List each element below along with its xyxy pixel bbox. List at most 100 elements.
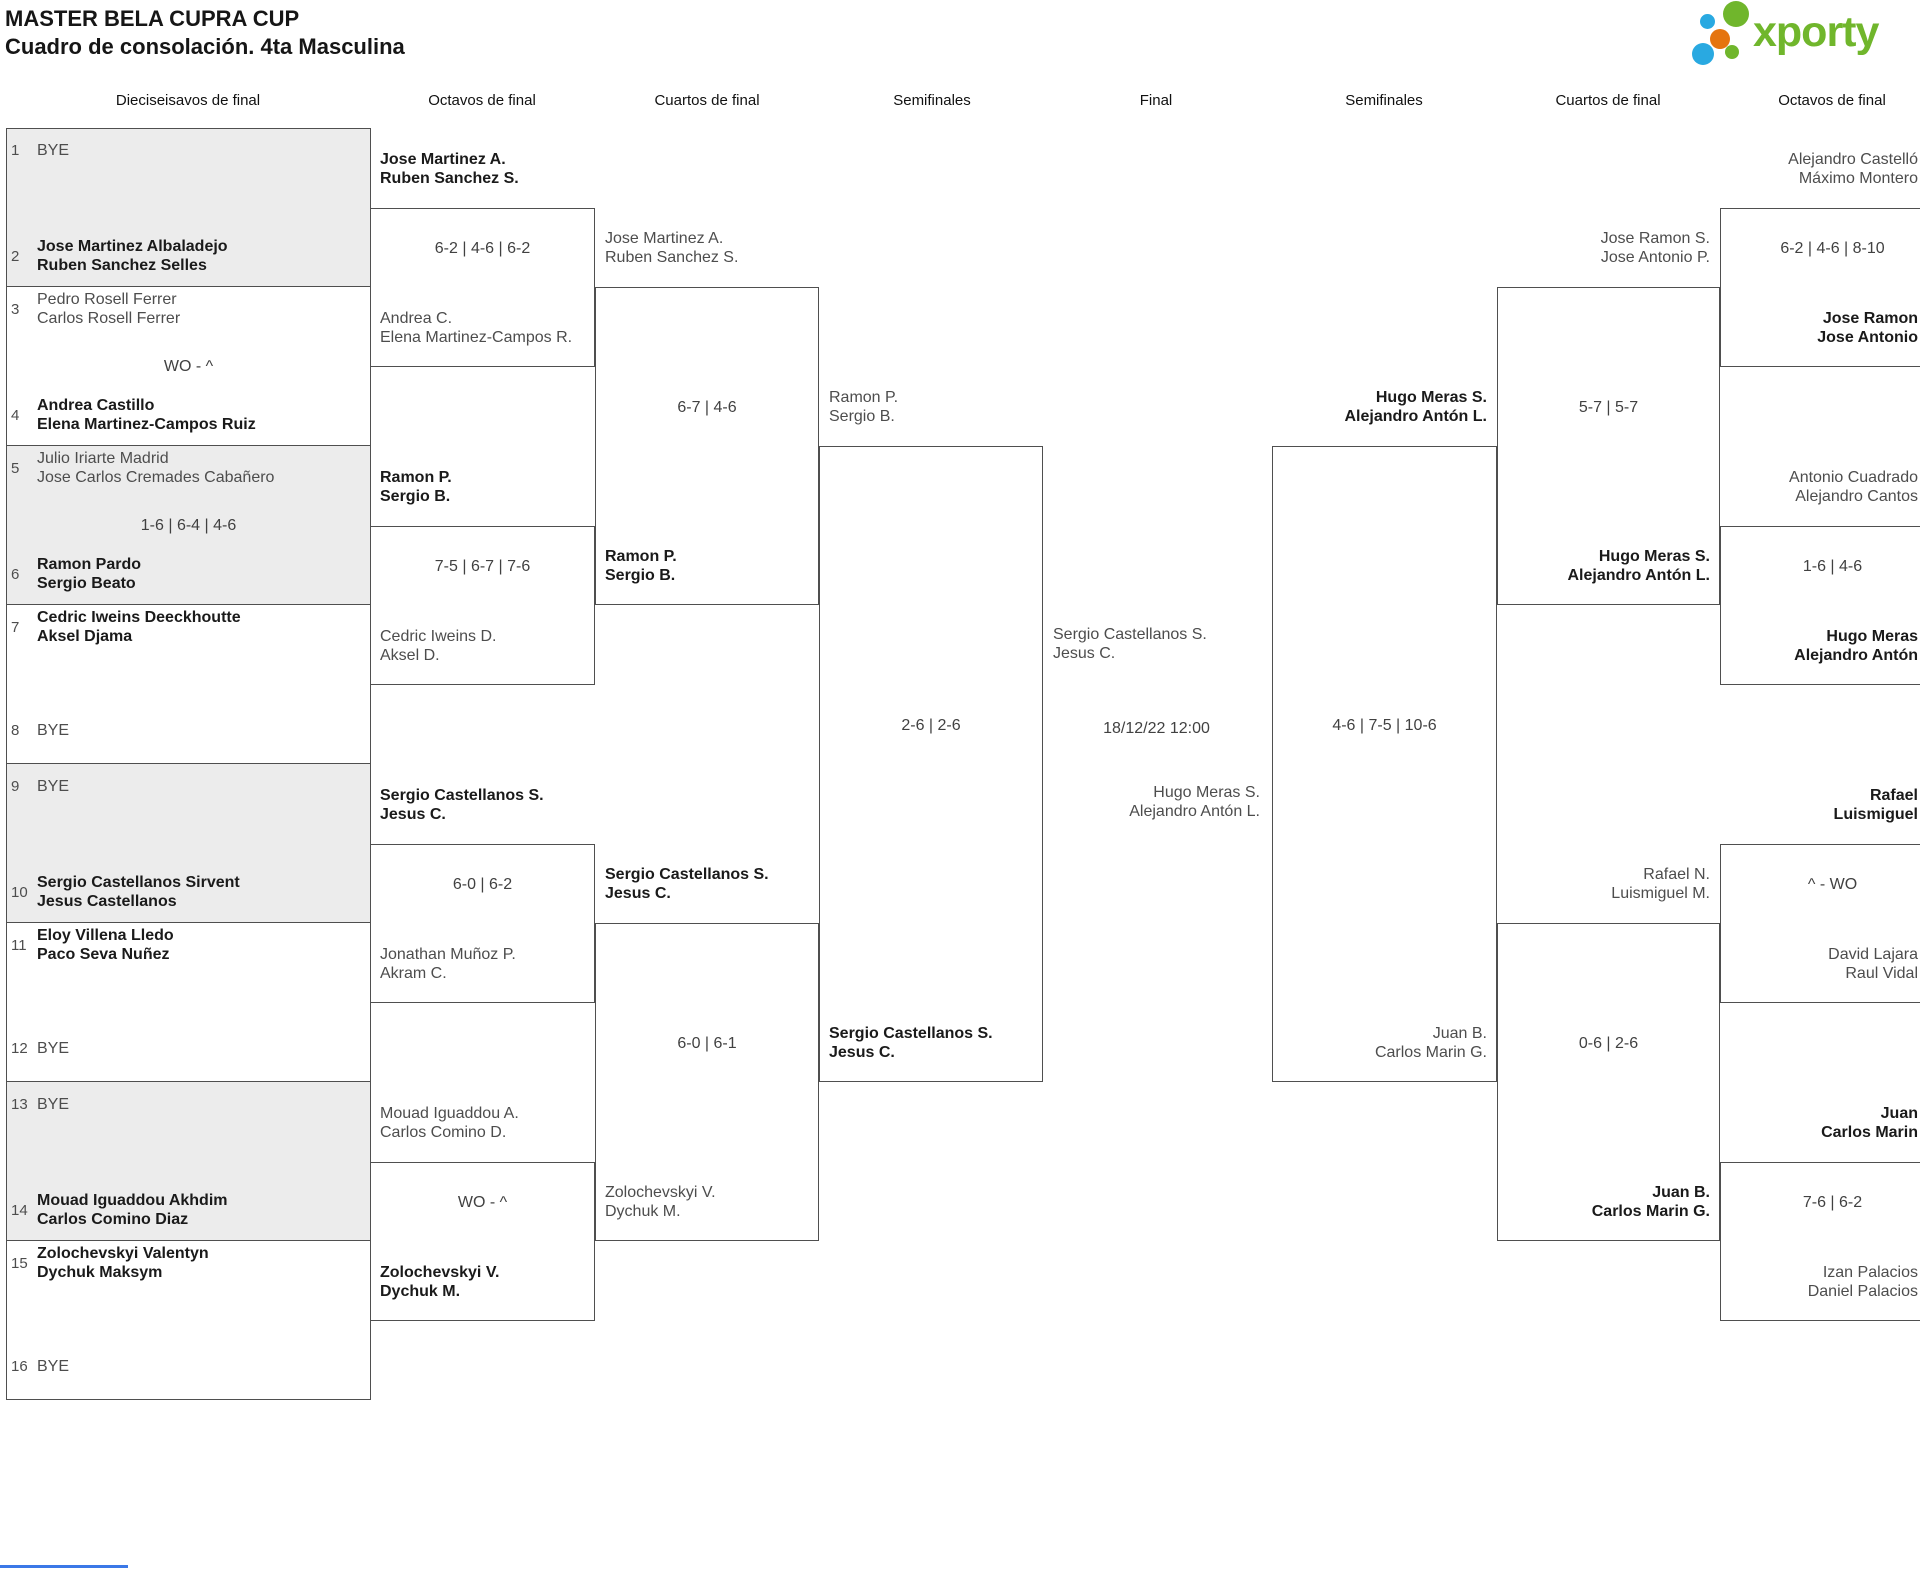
- team-label: BYE: [37, 141, 69, 160]
- team-name: Sergio Castellanos S.: [829, 1025, 993, 1042]
- team-name: Jose Antonio P.: [1600, 249, 1710, 266]
- match-score: WO - ^: [163, 358, 214, 375]
- team-name: Izan Palacios: [1822, 1263, 1918, 1281]
- team-name: Akram C.: [380, 964, 447, 982]
- team-name: Alejandro Antón L.: [1129, 803, 1260, 820]
- team-name: Jose Martinez Albaladejo: [37, 238, 228, 255]
- round-header: Cuartos de final: [1555, 92, 1661, 109]
- footer-accent-bar: [0, 1565, 128, 1568]
- team-name: Carlos Marin G.: [1591, 1203, 1710, 1220]
- team-label: BYE: [37, 1095, 69, 1114]
- r16-match-box: [6, 1241, 371, 1400]
- team-name: Andrea C.: [380, 309, 453, 327]
- match-score: 6-0 | 6-1: [677, 1034, 737, 1052]
- team-name: Elena Martinez-Campos R.: [380, 328, 573, 346]
- team-name: Pedro Rosell Ferrer: [37, 291, 177, 308]
- seed-number: 1: [11, 142, 20, 159]
- team-label: BYE: [37, 721, 69, 740]
- team-label: Hugo Meras S.Alejandro Antón L.: [1272, 388, 1487, 426]
- team-label: Sergio Castellanos S.Jesus C.: [1053, 625, 1263, 663]
- team-name: Hugo Meras S.: [1598, 548, 1710, 565]
- team-name: Carlos Comino D.: [380, 1123, 507, 1141]
- team-label: Juan B.Carlos Marin G.: [1272, 1024, 1487, 1062]
- seed-number: 11: [11, 936, 27, 954]
- team-label: Hugo Meras S.Alejandro Antón L.: [1497, 547, 1710, 585]
- team-name: Máximo Montero: [1798, 169, 1918, 187]
- team-label: Cedric Iweins D.Aksel D.: [380, 627, 595, 665]
- team-name: Jose Martinez A.: [605, 230, 724, 247]
- team-label: Mouad Iguaddou A.Carlos Comino D.: [380, 1104, 595, 1142]
- team-name: Sergio Castellanos S.: [605, 866, 769, 883]
- team-name: Antonio Cuadrado: [1789, 468, 1918, 486]
- team-name: Sergio Beato: [37, 575, 136, 592]
- oct-right-match-box: [1720, 525, 1920, 685]
- team-label: Zolochevskyi V.Dychuk M.: [605, 1183, 819, 1221]
- team-label: Zolochevskyi V.Dychuk M.: [380, 1263, 595, 1301]
- seed-number: 7: [11, 618, 20, 636]
- semi-left-match-box: [819, 446, 1043, 1082]
- seed-number: 15: [11, 1254, 28, 1272]
- team-label: Ramon P.Sergio B.: [829, 388, 1043, 426]
- team-name: BYE: [37, 142, 70, 159]
- team-name: Jesus Castellanos: [37, 893, 177, 910]
- r16-match-box: [6, 128, 371, 287]
- seed-number: 6: [11, 565, 20, 583]
- r16-match-box: [6, 605, 371, 764]
- team-name: BYE: [37, 778, 70, 795]
- match-score: 7-5 | 6-7 | 7-6: [434, 557, 531, 575]
- r16-match-box: [6, 287, 371, 446]
- quart-right-match-box: [1497, 923, 1720, 1241]
- team-name: Sergio Castellanos S.: [1053, 626, 1207, 643]
- page-subtitle: Cuadro de consolación. 4ta Masculina: [5, 34, 405, 59]
- team-name: Juan B.: [1432, 1025, 1487, 1042]
- oct-left-match-box: [370, 1161, 595, 1321]
- team-label: Ramon P.Sergio B.: [380, 468, 595, 506]
- team-name: Carlos Comino Diaz: [37, 1211, 189, 1228]
- team-entry: 1 BYE: [7, 141, 363, 160]
- logo-wordmark: xporty: [1753, 8, 1879, 56]
- team-name: Jose Antonio: [1817, 328, 1918, 346]
- team-name: Andrea Castillo: [37, 397, 155, 414]
- seed-number: 9: [11, 778, 20, 795]
- match-score: 2-6 | 2-6: [901, 716, 961, 734]
- team-name: Jesus C.: [829, 1044, 895, 1061]
- team-name: Dychuk M.: [380, 1282, 461, 1300]
- match-score: 0-6 | 2-6: [1578, 1034, 1639, 1052]
- team-name: Jose Ramon S.: [1600, 230, 1710, 247]
- team-label: Rafael N.Luismiguel M.: [1497, 865, 1710, 903]
- final-date: 18/12/22 12:00: [1103, 720, 1210, 737]
- team-name: Carlos Marin: [1821, 1123, 1918, 1141]
- team-name: Zolochevskyi Valentyn: [37, 1245, 209, 1262]
- seed-number: 14: [11, 1201, 28, 1219]
- team-label: Ramon P.Sergio B.: [605, 547, 819, 585]
- oct-right-match-box: [1720, 843, 1920, 1003]
- seed-number: 3: [11, 300, 20, 318]
- quart-left-match-box: [595, 287, 819, 605]
- team-name: Elena Martinez-Campos Ruiz: [37, 416, 256, 433]
- team-name: Mouad Iguaddou A.: [380, 1104, 519, 1122]
- oct-left-match-box: [370, 207, 595, 367]
- team-name: Ramon Pardo: [37, 556, 142, 573]
- team-name: Ruben Sanchez S.: [380, 169, 519, 187]
- round-header: Octavos de final: [1778, 92, 1886, 109]
- team-name: Zolochevskyi V.: [605, 1184, 716, 1201]
- team-name: Juan B.: [1652, 1184, 1710, 1201]
- team-name: Ruben Sanchez Selles: [37, 257, 207, 274]
- match-score: WO - ^: [457, 1193, 508, 1211]
- seed-number: 8: [11, 722, 20, 739]
